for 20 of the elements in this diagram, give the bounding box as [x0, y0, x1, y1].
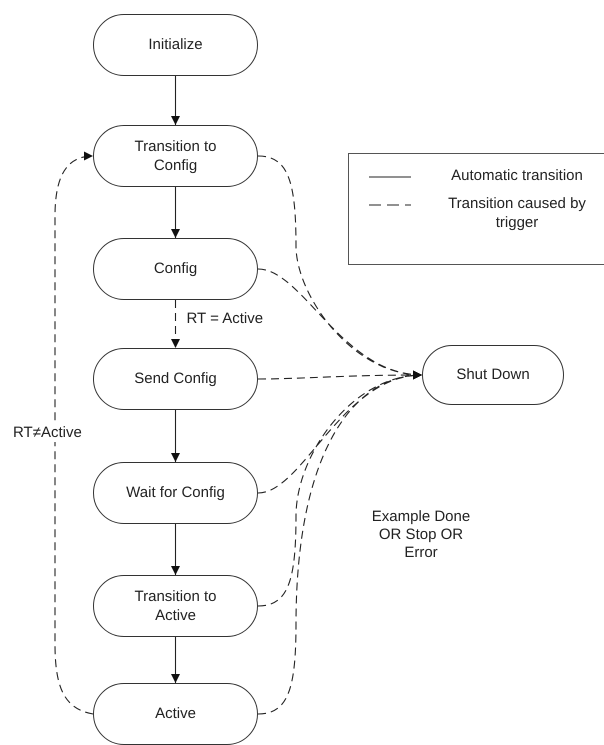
arrow: [171, 76, 180, 125]
state-box: Transition to Config: [93, 125, 258, 187]
state-box: Send Config: [93, 348, 258, 410]
state-box: Transition to Active: [93, 575, 258, 637]
state-box: Config: [93, 238, 258, 300]
state-box: Initialize: [93, 14, 258, 76]
edge-label: RT≠Active: [12, 424, 83, 442]
state-box: Shut Down: [422, 345, 564, 405]
transition-note: Example Done OR Stop OR Error: [370, 508, 472, 562]
arrow: [171, 524, 180, 575]
legend-label: Transition caused by trigger: [447, 194, 587, 232]
legend-label: Automatic transition: [450, 166, 584, 186]
arrow: [171, 187, 180, 238]
arrow: [258, 371, 422, 715]
state-box: Active: [93, 683, 258, 745]
arrow: [54, 152, 94, 715]
arrow: [171, 637, 180, 683]
arrow: [171, 300, 180, 348]
state-box: Wait for Config: [93, 462, 258, 524]
arrow: [171, 410, 180, 462]
